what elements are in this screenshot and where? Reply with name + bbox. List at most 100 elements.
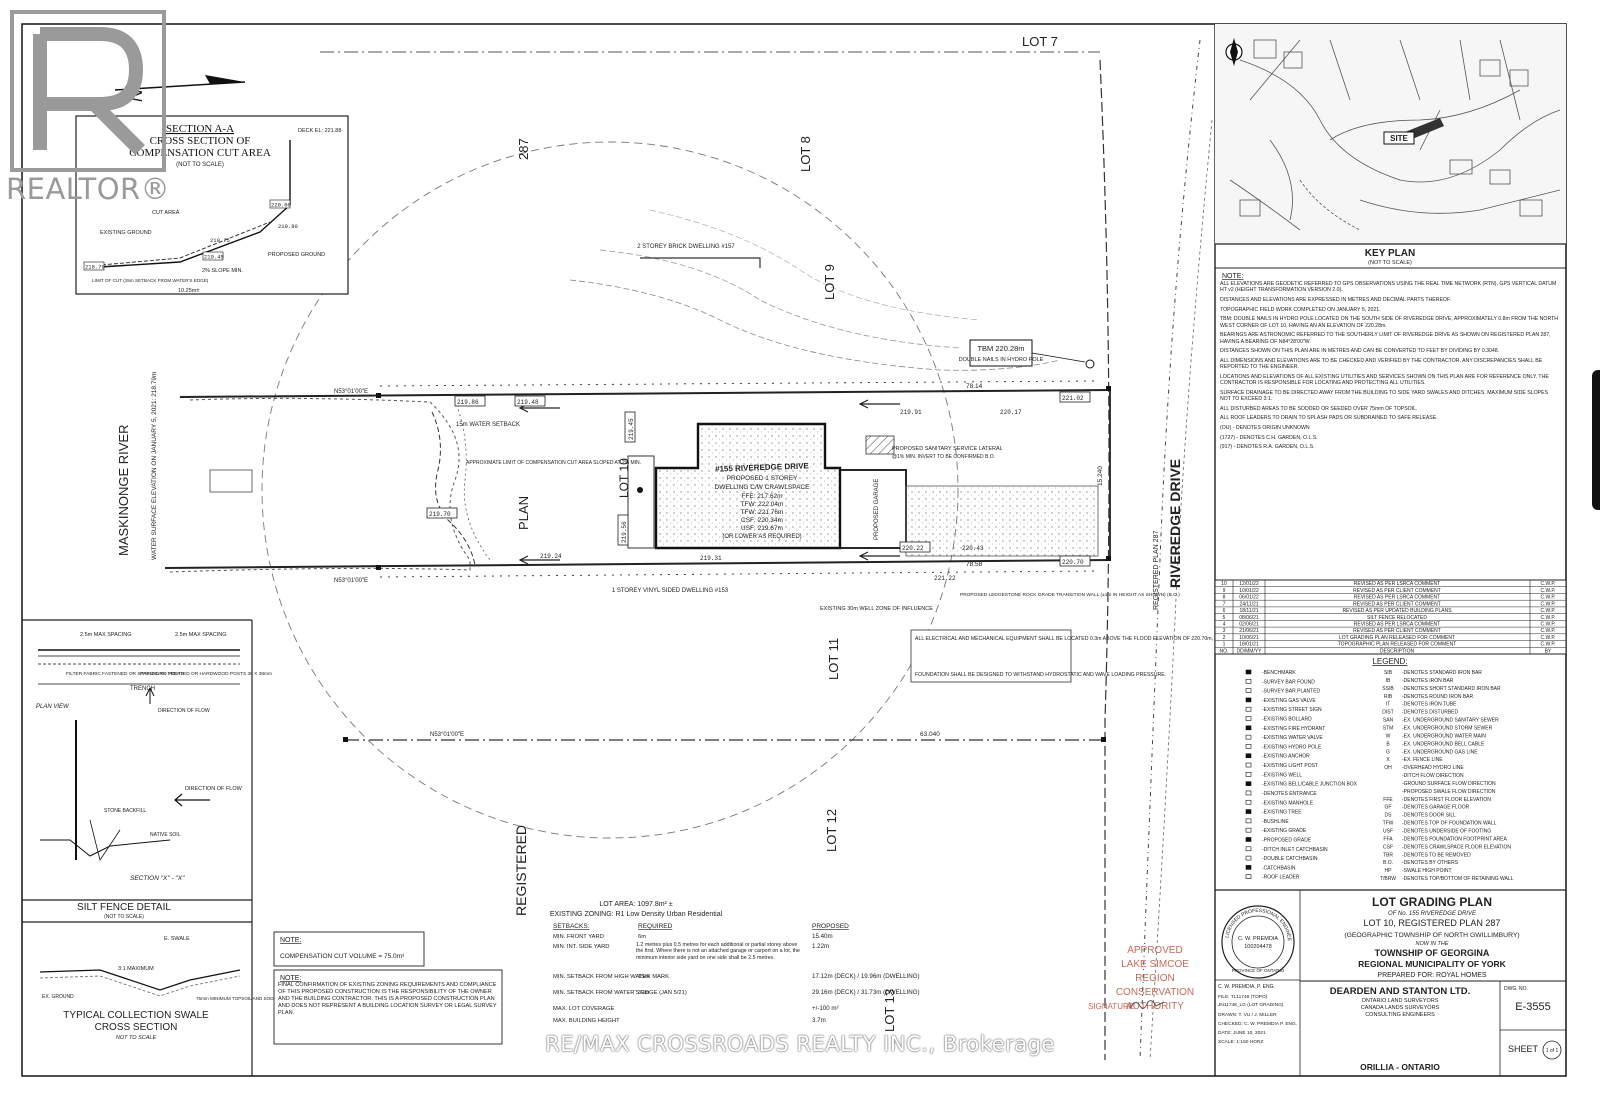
house-tfw2: TFW: 221.76m <box>741 509 784 516</box>
engineer-name: C. W. PREMDIA, P. ENG. <box>1218 984 1275 990</box>
lot-13-label: LOT 13 <box>882 989 897 1032</box>
silt-flow-2: DIRECTION OF FLOW <box>185 786 243 792</box>
section-a-cut <box>89 221 271 267</box>
legend-item: -EXISTING ANCHOR <box>1262 754 1310 760</box>
legend-item: -EXISTING MANHOLE <box>1262 800 1314 806</box>
legend-item: -DENOTES CRAWLSPACE FLOOR ELEVATION <box>1402 844 1511 850</box>
contour-north-3 <box>649 209 981 321</box>
tbm-leader <box>1031 352 1086 363</box>
road-edge-east <box>1149 119 1213 1061</box>
legend-item: -DENOTES DISTURBED <box>1402 710 1459 716</box>
flood-note-1: ALL ELECTRICAL AND MECHANICAL EQUIPMENT … <box>915 636 1288 642</box>
spot-elevation: 221.02 <box>1062 395 1084 402</box>
checked-by: CHECKED: C. W. PREMDIA P. ENG. <box>1218 1021 1297 1027</box>
legend-title: LEGEND: <box>1372 657 1407 666</box>
plan-township: TOWNSHIP OF GEORGINA <box>1375 948 1490 958</box>
hydro-pole-icon <box>1085 359 1095 369</box>
zoning-cell: 29.16m (DECK) / 31.73m (DWELLING) <box>812 989 920 996</box>
approval-line-2: LAKE SIMCOE REGION <box>1121 959 1189 984</box>
spot-elevation-boxes <box>426 391 1091 567</box>
legend-code: X <box>1386 757 1390 763</box>
legend-code: DIST <box>1382 710 1393 716</box>
legend-item: -EX. UNDERGROUND WATER MAIN <box>1402 733 1486 739</box>
silt-flow-arrow <box>145 686 155 704</box>
legend-item: -EXISTING STREET SIGN <box>1262 707 1322 713</box>
signature-scribble <box>1129 1000 1165 1009</box>
revision-cell: C.W.P. <box>1541 628 1556 634</box>
legend-symbol-icon <box>1245 679 1252 684</box>
silt-stone: STONE BACKFILL <box>104 808 146 814</box>
legend-code: W <box>1386 733 1391 739</box>
revision-cell: 18/01/21 <box>1239 642 1259 648</box>
road-centre <box>1139 39 1201 1061</box>
section-a-slope: 2% SLOPE MIN. <box>202 268 243 274</box>
sanitary-label-2: @1% MIN. INVERT TO BE CONFIRMED B.O. <box>892 454 995 460</box>
legend-item: -EXISTING WELL <box>1262 772 1302 778</box>
north-lot-line <box>179 389 1111 398</box>
revision-cell: REVISED AS PER LSRCA COMMENT <box>1354 621 1440 627</box>
seal-name: C. W. PREMDIA <box>1238 936 1278 942</box>
legend-code: SIB <box>1384 670 1393 676</box>
silt-section: SECTION "X" - "X" <box>130 875 185 882</box>
swale-topsoil: 75mm MINIMUM TOPSOIL AND SOD <box>196 996 274 1001</box>
house-note: (OR LOWER AS REQUIRED) <box>722 534 801 540</box>
legend-code: CSF <box>1383 844 1393 850</box>
garage-label: PROPOSED GARAGE <box>874 479 880 540</box>
revision-cell: REVISED AS PER LSRCA COMMENT <box>1354 595 1440 601</box>
raised-deck <box>627 455 655 549</box>
lot-area: LOT AREA: 1097.8m² ± <box>599 901 673 908</box>
seal-number: 100204478 <box>1244 944 1272 950</box>
legend-code: SAN <box>1383 718 1394 724</box>
dist-south: 78.58 <box>966 561 983 568</box>
legend-item: -EXISTING HYDRO POLE <box>1262 744 1322 750</box>
legend-symbol-icon <box>1245 865 1252 870</box>
silt-title: SILT FENCE DETAIL <box>77 902 171 913</box>
legend-symbol-icon <box>1245 790 1252 796</box>
realtor-logo <box>10 10 166 172</box>
swale-max: 3:1 MAXIMUM <box>118 966 154 972</box>
section-a-detail: SECTION A-A CROSS SECTION OF COMPENSATIO… <box>75 115 349 295</box>
revision-cell: C.W.P. <box>1541 581 1556 587</box>
revision-cell: C.W.P. <box>1541 595 1556 601</box>
silt-filter: FILTER FABRIC FASTENED OR STAPLED TO POS… <box>66 671 184 677</box>
legend-item: -EX. UNDERGROUND SANITARY SEWER <box>1402 718 1499 724</box>
key-plan-title: KEY PLAN <box>1365 248 1415 259</box>
plan-of: OF No. 155 RIVEREDGE DRIVE <box>1388 911 1477 917</box>
revision-cell: TOPOGRAPHIC PLAN RELEASED FOR COMMENT <box>1338 642 1457 648</box>
legend-symbol-icon <box>1245 697 1252 703</box>
legend-item: -EX. UNDERGROUND STORM SEWER <box>1402 725 1493 731</box>
legend-item: -DENOTES TO BE REMOVED <box>1402 852 1471 858</box>
water-note: WATER SURFACE ELEVATION ON JANUARY 5, 20… <box>151 372 158 560</box>
plan-geo: (GEOGRAPHIC TOWNSHIP OF NORTH GWILLIMBUR… <box>1344 932 1519 939</box>
neighbour-north-dwelling <box>640 257 761 268</box>
legend-item: -DITCH FLOW DIRECTION <box>1402 773 1464 779</box>
revision-cell: 1 <box>1223 642 1226 648</box>
legend-item: -DENOTES STANDARD IRON BAR <box>1402 670 1482 676</box>
proposed-garage <box>839 469 907 549</box>
side-scroll-tab[interactable] <box>1592 370 1600 510</box>
legend-item: -DENOTES BY OTHERS <box>1402 860 1459 866</box>
approval-stamp: APPROVED LAKE SIMCOE REGION CONSERVATION… <box>1100 944 1210 1014</box>
silt-native: NATIVE SOIL <box>150 832 181 838</box>
revision-cell: 5 <box>1223 615 1226 621</box>
key-plan-map <box>1229 39 1561 231</box>
revision-cell: SILT FENCE RELOCATED <box>1367 615 1427 621</box>
plan-prepared: PREPARED FOR: ROYAL HOMES <box>1377 972 1486 979</box>
driveway <box>905 485 1099 557</box>
general-note-item: ALL DIMENSIONS AND ELEVATIONS ARE TO BE … <box>1220 357 1543 371</box>
south-lot-line <box>164 559 1111 569</box>
revision-cell: C.W.P. <box>1541 601 1556 607</box>
legend-symbol-icon <box>1245 669 1252 675</box>
seal-province: PROVINCE OF ONTARIO <box>1232 968 1285 973</box>
legend-item: -SURVEY BAR FOUND <box>1262 679 1315 685</box>
approval-line-3: CONSERVATION AUTHORITY <box>1115 987 1195 1012</box>
legend-item: -DENOTES IRON BAR <box>1402 678 1454 684</box>
zoning-cell: 1.2 metres plus 0.5 metres for each addi… <box>636 942 801 961</box>
legend-item: -EXISTING BELL/CABLE JUNCTION BOX <box>1262 782 1358 788</box>
spot-elevation: 219.91 <box>900 409 922 416</box>
section-a-subtitle-1: CROSS SECTION OF <box>150 135 251 147</box>
flood-note-box <box>910 629 1072 683</box>
